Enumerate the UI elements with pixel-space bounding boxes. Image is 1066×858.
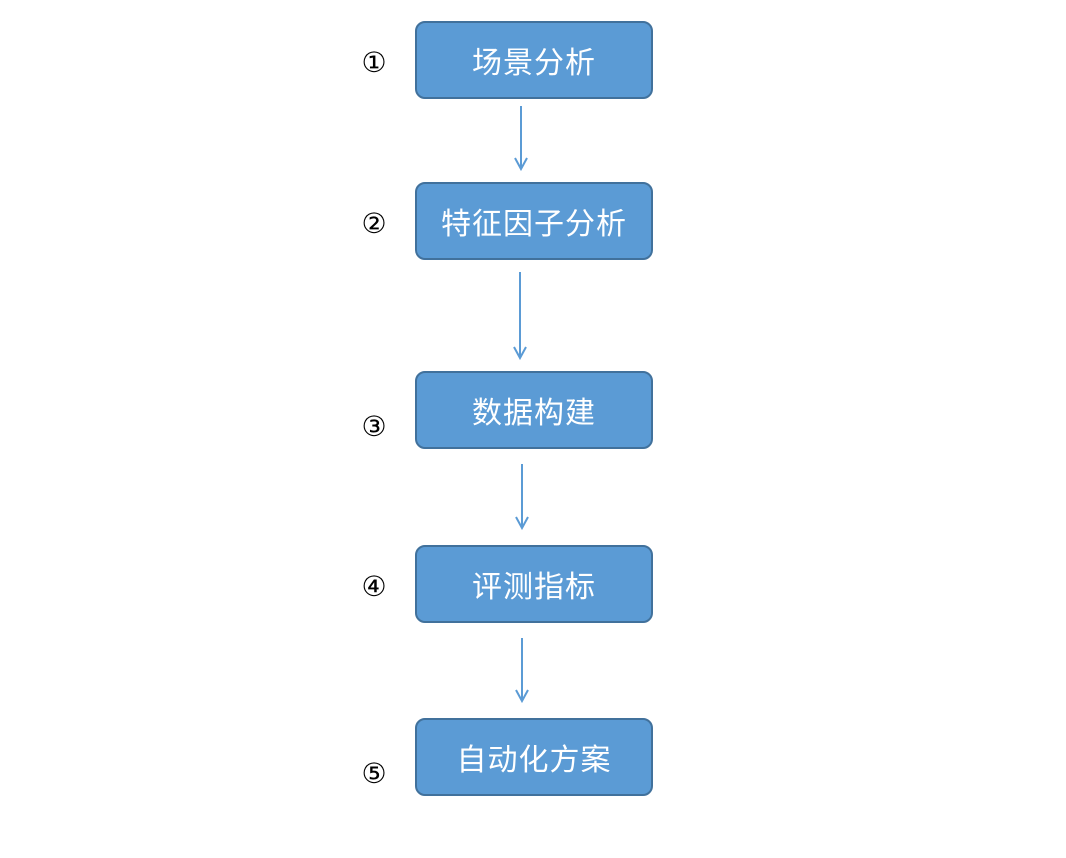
step-number-1: ①: [361, 46, 387, 79]
step-label: 特征因子分析: [441, 207, 627, 242]
arrow-2-to-3: [513, 272, 527, 361]
arrow-3-to-4: [515, 464, 529, 531]
step-label: 场景分析: [472, 46, 596, 81]
step-box-evaluation-metrics: 评测指标: [415, 545, 653, 623]
step-label: 评测指标: [472, 570, 596, 605]
arrow-4-to-5: [515, 638, 529, 704]
step-box-feature-factor-analysis: 特征因子分析: [415, 182, 653, 260]
step-number-3: ③: [361, 410, 387, 443]
step-box-automation-plan: 自动化方案: [415, 718, 653, 796]
step-box-scene-analysis: 场景分析: [415, 21, 653, 99]
step-label: 自动化方案: [456, 743, 612, 778]
step-label: 数据构建: [472, 396, 596, 431]
step-box-data-construction: 数据构建: [415, 371, 653, 449]
step-number-4: ④: [361, 570, 387, 603]
step-number-2: ②: [361, 207, 387, 240]
step-number-5: ⑤: [361, 757, 387, 790]
arrow-1-to-2: [514, 106, 528, 172]
